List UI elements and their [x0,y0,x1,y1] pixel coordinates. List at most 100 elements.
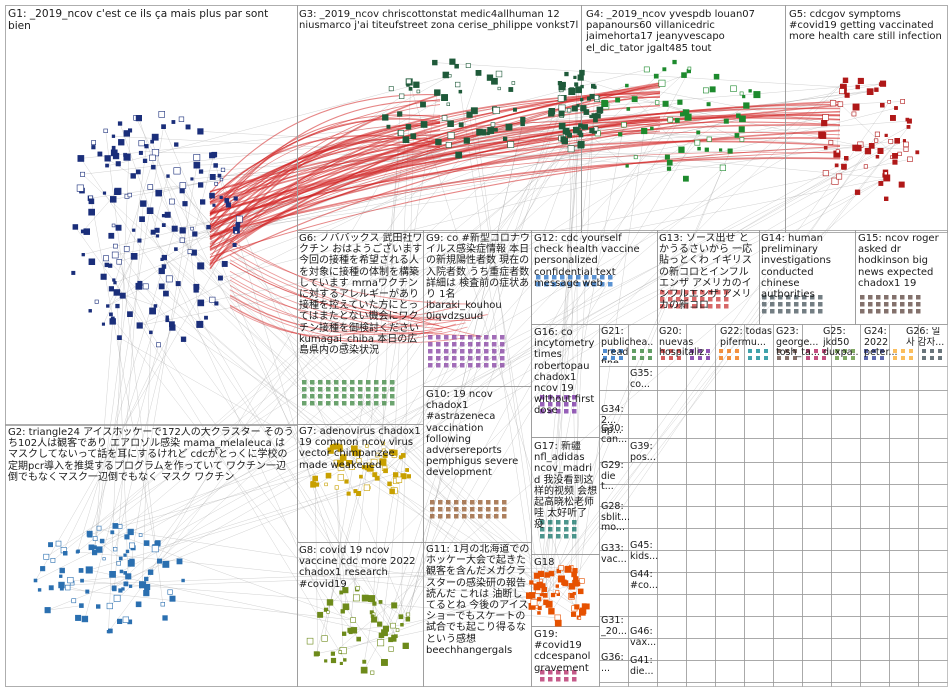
graph-node [382,401,387,406]
graph-node [112,252,118,258]
graph-node [318,612,323,617]
group-frame-small [745,551,774,573]
graph-node [502,514,507,519]
graph-node [573,127,579,133]
graph-node [650,127,653,130]
graph-node [837,174,842,179]
group-frame-small [745,661,774,683]
graph-node [390,401,395,406]
graph-node [110,571,116,577]
graph-node [468,342,473,347]
group-frame-small [716,683,745,687]
graph-node [204,316,207,319]
group-frame-small [774,573,803,595]
graph-node [540,579,543,582]
graph-node [509,87,513,91]
graph-node [381,659,387,665]
graph-node [590,128,595,133]
graph-node [597,107,603,113]
graph-node [374,394,379,399]
group-frame-small [716,661,745,683]
graph-node [111,317,114,320]
graph-node [148,185,153,190]
graph-node [210,174,215,179]
group-frame-small [774,639,803,661]
graph-node [655,101,659,105]
graph-node [89,259,95,265]
graph-node [500,349,505,354]
graph-node [307,638,313,644]
graph-node [128,193,132,197]
graph-node [591,84,595,88]
graph-node [125,535,130,540]
group-frame-small [919,551,948,573]
graph-node [225,198,229,202]
graph-node [843,78,848,83]
graph-node [428,349,433,354]
graph-node [904,147,908,151]
graph-node [558,96,564,102]
graph-node [572,106,577,111]
group-label-g41: G41: die... [630,656,660,684]
group-frame-small [774,485,803,507]
group-frame-small [687,683,716,687]
graph-node [373,602,377,606]
graph-node [436,363,441,368]
graph-node [366,394,371,399]
group-frame-small [890,683,919,687]
group-frame-small [890,391,919,415]
graph-node [521,122,525,126]
graph-node [575,605,580,610]
graph-node [140,201,146,207]
graph-node [174,168,180,174]
graph-node [478,514,483,519]
group-label-g15: G15: ncov roger asked dr hodkinson big n… [858,233,948,319]
graph-node [867,89,873,95]
graph-node [188,250,192,254]
graph-node [221,168,225,172]
graph-node [740,92,743,95]
graph-node [389,638,393,642]
graph-node [117,259,122,264]
graph-node [169,322,174,327]
graph-node [318,394,323,399]
group-frame-small [774,551,803,573]
graph-node [92,145,96,149]
graph-node [174,248,177,251]
group-frame-small [774,367,803,391]
group-frame-small [687,573,716,595]
graph-node [132,229,135,232]
group-frame-small [716,485,745,507]
graph-node [452,342,457,347]
graph-node [119,557,122,560]
graph-node [494,500,499,505]
group-label-g24: G24: 2022 peter... [864,327,902,363]
group-frame-small [687,661,716,683]
graph-node [180,238,185,243]
graph-node [180,188,185,193]
graph-node [106,305,109,308]
group-frame-small [745,683,774,687]
group-frame-small [861,507,890,529]
graph-node [147,208,153,214]
graph-node [169,199,174,204]
group-frame-small [919,529,948,551]
group-frame-small [890,661,919,683]
group-label-g19: G19: #covid19 cdcespanol gravement [534,629,598,685]
graph-node [96,547,102,553]
graph-node [118,139,124,145]
graph-node [49,586,53,590]
graph-node [486,500,491,505]
graph-node [904,142,909,147]
group-frame-small [861,391,890,415]
graph-node [170,596,175,601]
graph-node [579,124,583,128]
group-frame-small [919,367,948,391]
graph-node [144,577,148,581]
graph-node [152,134,158,140]
graph-node [901,99,905,103]
graph-node [573,580,579,586]
graph-node [436,342,441,347]
graph-node [411,134,416,139]
graph-node [137,323,143,329]
